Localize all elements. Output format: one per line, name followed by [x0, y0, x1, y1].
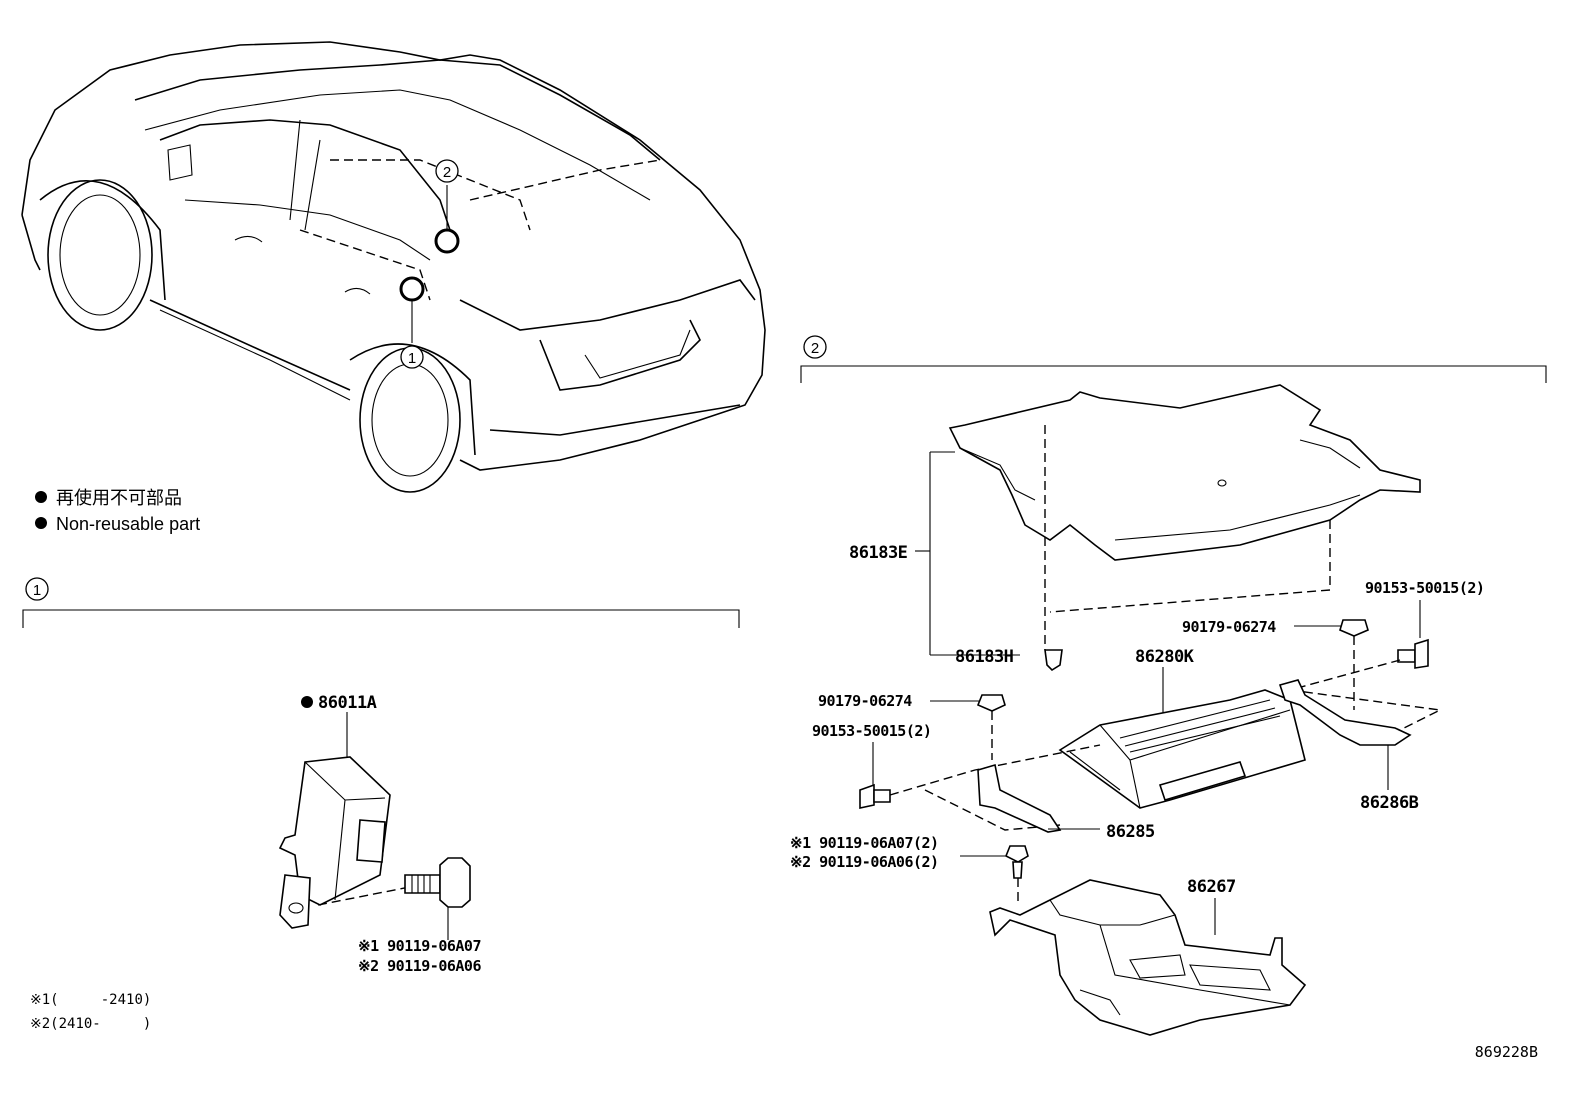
part-label-cover: 86183E: [849, 543, 908, 563]
vehicle-illustration: 2 1: [21, 41, 766, 493]
part-label-bolt-2: ※2 90119-06A06: [358, 957, 481, 975]
callout-2-vehicle-label: 2: [443, 164, 451, 181]
nut-left-part: [976, 694, 1006, 712]
section-1: 1 86011A ※1 90119-06A07 ※2 90119-06A06: [22, 577, 740, 975]
part-label-lower-bolt-1: ※1 90119-06A07(2): [790, 834, 939, 852]
legend-ja: 再使用不可部品: [56, 488, 182, 508]
part-label-bolt-left: 90153-50015(2): [812, 722, 931, 740]
part-label-lower-bolt-2: ※2 90119-06A06(2): [790, 853, 939, 871]
legend: 再使用不可部品 Non-reusable part: [35, 488, 200, 534]
section-1-callout: [25, 577, 49, 601]
bolt-right-part: [1397, 638, 1429, 669]
diagram-id: 869228B: [1475, 1043, 1538, 1061]
non-reusable-bullet-icon: [35, 491, 47, 503]
part-label-nut-left: 90179-06274: [818, 692, 912, 710]
bracket-left-part: [977, 763, 1062, 833]
bolt-part: [404, 857, 471, 908]
ecu-module-part: [278, 756, 391, 929]
nut-right-part: [1339, 619, 1369, 637]
cover-part: [948, 384, 1421, 561]
section-2-callout: [803, 335, 827, 359]
section-1-label: 1: [33, 582, 41, 599]
non-reusable-bullet-icon: [301, 696, 313, 708]
footnote-2: ※2(2410- ): [30, 1016, 151, 1032]
part-label-clip: 86183H: [955, 647, 1014, 667]
callout-1-vehicle: [400, 345, 424, 369]
part-label-amplifier: 86280K: [1135, 647, 1195, 667]
part-label-bolt-right: 90153-50015(2): [1365, 579, 1484, 597]
part-label-nut-right: 90179-06274: [1182, 618, 1276, 636]
part-label-lower-bracket: 86267: [1187, 877, 1236, 897]
section-2-label: 2: [811, 340, 819, 357]
callout-1-vehicle-label: 1: [408, 350, 416, 367]
lower-bolt-part: [1004, 845, 1029, 879]
non-reusable-bullet-icon: [35, 517, 47, 529]
part-label-ecu: 86011A: [318, 693, 377, 713]
footnote-1: ※1( -2410): [30, 992, 151, 1008]
part-label-bolt-1: ※1 90119-06A07: [358, 937, 481, 955]
bolt-left-part: [859, 783, 891, 809]
part-label-bracket-left: 86285: [1106, 822, 1155, 842]
legend-en: Non-reusable part: [56, 514, 200, 534]
bracket-right-part: [1278, 679, 1412, 746]
callout-2-vehicle: [435, 159, 459, 183]
amplifier-part: [1058, 689, 1306, 809]
part-label-bracket-right: 86286B: [1360, 793, 1419, 813]
clip-part: [1044, 649, 1063, 672]
lower-bracket-part: [989, 879, 1307, 1036]
section-2: 2 86183E 86183H 90153-50015(2) 90179-06: [790, 335, 1547, 1036]
footnotes: ※1( -2410) ※2(2410- ): [30, 992, 151, 1032]
